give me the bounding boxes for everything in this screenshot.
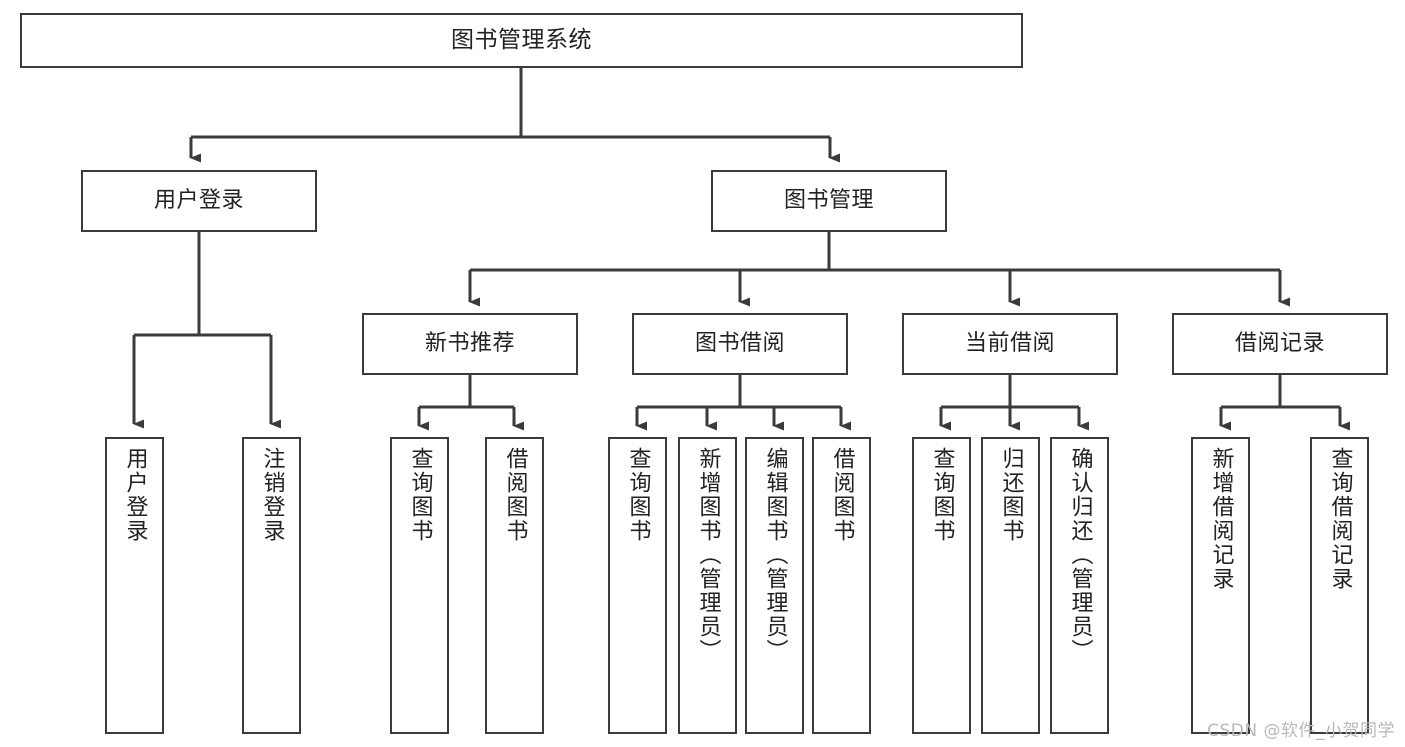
node-label: 图书管理系统 bbox=[451, 26, 592, 53]
leaf-borrow-book-new[interactable]: 借阅图书 bbox=[485, 437, 544, 734]
leaf-edit-book-admin[interactable]: 编辑图书（管理员） bbox=[745, 437, 804, 734]
node-label: 确认归还（管理员） bbox=[1067, 447, 1093, 663]
node-label: 查询借阅记录 bbox=[1327, 447, 1353, 591]
node-root-book-management-system[interactable]: 图书管理系统 bbox=[20, 13, 1023, 68]
leaf-return-book[interactable]: 归还图书 bbox=[981, 437, 1040, 734]
leaf-confirm-return-admin[interactable]: 确认归还（管理员） bbox=[1050, 437, 1109, 734]
node-label: 当前借阅 bbox=[964, 330, 1055, 356]
node-label: 注销登录 bbox=[259, 447, 285, 543]
node-label: 查询图书 bbox=[625, 447, 651, 543]
node-label: 编辑图书（管理员） bbox=[762, 447, 788, 663]
leaf-query-book-new[interactable]: 查询图书 bbox=[390, 437, 449, 734]
node-label: 借阅图书 bbox=[502, 447, 528, 543]
node-label: 借阅记录 bbox=[1234, 330, 1325, 356]
leaf-borrow-book[interactable]: 借阅图书 bbox=[812, 437, 871, 734]
node-user-login[interactable]: 用户登录 bbox=[81, 170, 317, 232]
node-borrow-record[interactable]: 借阅记录 bbox=[1172, 313, 1388, 375]
node-label: 新增借阅记录 bbox=[1208, 447, 1234, 591]
node-book-management[interactable]: 图书管理 bbox=[711, 170, 947, 232]
leaf-logout[interactable]: 注销登录 bbox=[242, 437, 301, 734]
node-label: 图书管理 bbox=[783, 187, 874, 213]
node-label: 查询图书 bbox=[407, 447, 433, 543]
leaf-query-book-borrow[interactable]: 查询图书 bbox=[608, 437, 667, 734]
node-new-book-recommend[interactable]: 新书推荐 bbox=[362, 313, 578, 375]
node-label: 图书借阅 bbox=[694, 330, 785, 356]
watermark-text: CSDN @软件_小贺同学 bbox=[1207, 721, 1395, 741]
leaf-query-borrow-record[interactable]: 查询借阅记录 bbox=[1310, 437, 1369, 734]
leaf-add-book-admin[interactable]: 新增图书（管理员） bbox=[678, 437, 737, 734]
node-label: 借阅图书 bbox=[829, 447, 855, 543]
node-label: 新增图书（管理员） bbox=[695, 447, 721, 663]
node-label: 归还图书 bbox=[998, 447, 1024, 543]
leaf-query-book-current[interactable]: 查询图书 bbox=[912, 437, 971, 734]
node-current-borrow[interactable]: 当前借阅 bbox=[902, 313, 1118, 375]
node-label: 用户登录 bbox=[153, 187, 244, 213]
node-label: 用户登录 bbox=[122, 447, 148, 543]
node-book-borrow[interactable]: 图书借阅 bbox=[632, 313, 848, 375]
leaf-user-login[interactable]: 用户登录 bbox=[105, 437, 164, 734]
leaf-add-borrow-record[interactable]: 新增借阅记录 bbox=[1191, 437, 1250, 734]
node-label: 新书推荐 bbox=[424, 330, 515, 356]
node-label: 查询图书 bbox=[929, 447, 955, 543]
